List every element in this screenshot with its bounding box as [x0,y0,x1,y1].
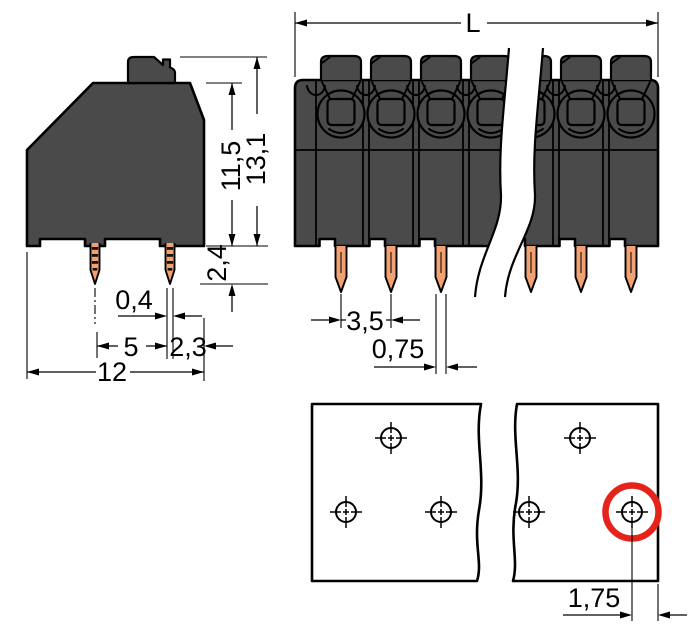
dim-pin-thickness: 0,4 [115,285,202,359]
pole-tab [609,54,653,82]
front-view: L 3,5 0,75 [293,8,660,374]
dim-label-pin-width: 0,75 [372,334,425,364]
dim-pin-spacing: 5 2,3 [96,318,233,381]
dim-overall-depth: 12 [26,252,204,387]
side-view: 0,4 5 2,3 12 [25,55,271,387]
pcb-plate-left [310,402,483,583]
dim-label-housing-height: 11,5 [216,141,246,192]
dim-hole-to-edge: 1,75 [563,527,687,621]
dim-label-pin-to-edge: 2,3 [169,332,207,362]
pole-tab [369,54,413,82]
side-view-latch-tab [126,55,177,85]
break-line-right [503,47,545,298]
side-view-housing [25,81,206,248]
pole-tab [559,54,603,82]
dim-heights: 11,5 13,1 2,4 [180,56,271,312]
dim-label-pin-spacing: 5 [123,332,138,362]
dim-label-pin-length: 2,4 [202,244,232,282]
dim-label-pole-pitch: 3,5 [346,306,384,336]
break-band [475,48,543,297]
dim-pin-width: 0,75 [372,294,477,374]
dim-label-overall-depth: 12 [97,357,127,387]
dim-label-overall-length: L [465,8,480,38]
dim-pole-pitch: 3,5 [311,294,420,336]
pole-tab [319,54,363,82]
dim-label-overall-height: 13,1 [241,133,271,186]
pole-tab [469,54,513,82]
dim-label-hole-to-edge: 1,75 [568,583,621,613]
dim-label-pin-thickness: 0,4 [115,285,153,315]
drilling-plan: 1,75 [310,402,687,621]
pole-tab [419,54,463,82]
dim-overall-length: L [294,8,659,77]
break-line-left [473,47,511,298]
